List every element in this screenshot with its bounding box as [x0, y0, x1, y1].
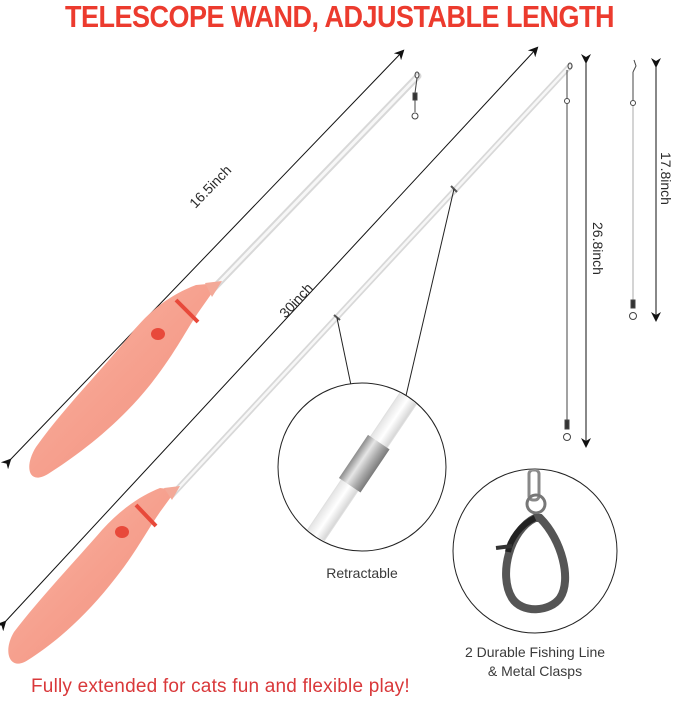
fishing-line-short [629, 59, 637, 320]
clasp-caption-line1: 2 Durable Fishing Line [464, 644, 606, 660]
footer-tagline: Fully extended for cats fun and flexible… [31, 676, 410, 697]
long-wand [8, 62, 573, 664]
long-wand-handle [8, 486, 180, 664]
clasp-detail-circle [452, 468, 618, 634]
retractable-caption: Retractable [326, 565, 398, 581]
fishing-line-short-length-label: 17.8inch [658, 152, 674, 205]
retractable-leader-lines [336, 188, 455, 401]
lobster-clasp-icon [495, 470, 570, 614]
fishing-line-long-length-label: 26.8inch [590, 222, 606, 275]
swivel-clasp-icon [563, 62, 573, 441]
retractable-detail-circle [277, 382, 447, 552]
clasp-caption-line2: & Metal Clasps [487, 663, 583, 679]
dimension-arrow-long-wand [0, 46, 539, 632]
page-title: TELESCOPE WAND, ADJUSTABLE LENGTH [64, 0, 615, 34]
short-wand-handle [29, 281, 222, 478]
swivel-clasp-icon [411, 71, 420, 120]
short-wand [29, 71, 422, 478]
